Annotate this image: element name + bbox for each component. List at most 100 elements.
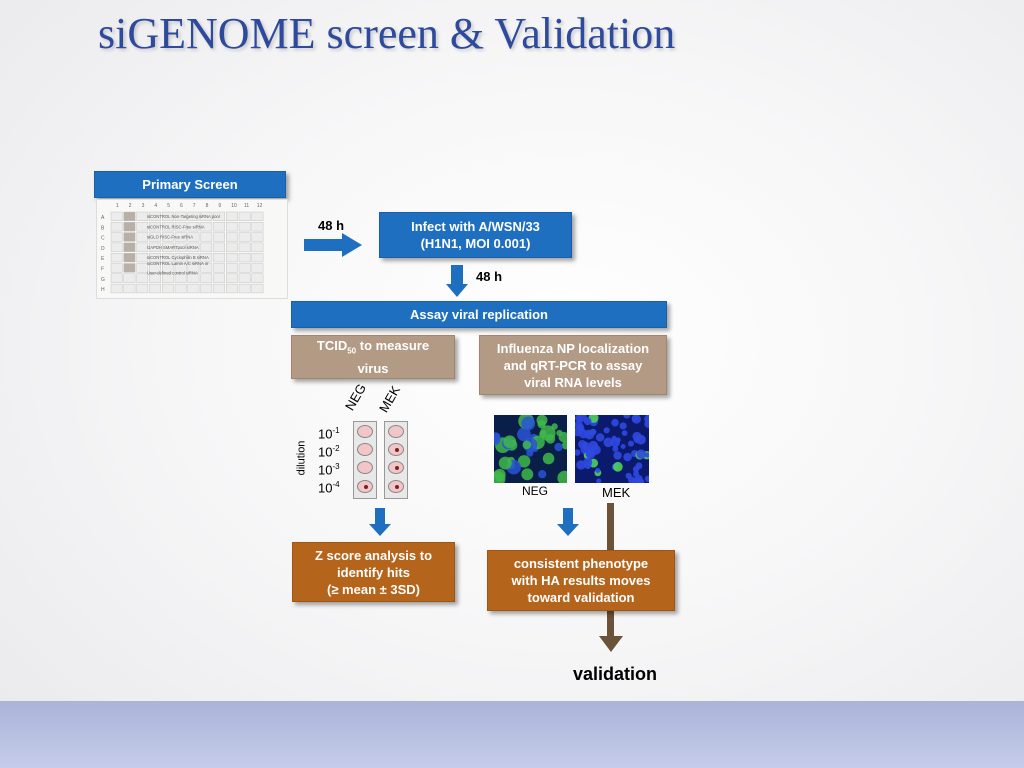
cell-mark [494,433,501,446]
cell-mark [611,435,617,441]
plate-legend-text: siCONTROL Non-Targeting siRNA pool [147,214,220,219]
plate-well [225,242,238,252]
cell-mark [611,418,619,427]
cell-mark [631,415,642,424]
plate-well [238,283,251,294]
consistent-box: consistent phenotype with HA results mov… [487,550,675,611]
plate-well [238,273,251,283]
mek-well-1 [388,425,404,438]
influenza-line-1: Influenza NP localization [496,340,650,356]
plate-col-label: 5 [167,203,170,209]
plate-well [225,263,238,273]
plate-well [110,283,123,294]
arrow-right-icon [304,233,362,257]
plate-well [149,211,161,222]
dilution-label: dilution [295,440,308,476]
cell-mark [595,433,605,442]
plate-well [200,211,213,222]
dilution-4: 10-4 [318,480,340,496]
plate-well [161,242,174,252]
cell-mark [603,427,610,434]
cell-mark [556,429,563,437]
plate-well [213,222,225,232]
plate-col-label: 12 [257,203,263,209]
plate-well [187,263,200,273]
primary-screen-label: Primary Screen [142,177,238,192]
cell-mark [495,473,505,483]
plate-well [213,273,225,283]
tcid-line-2: virus [357,360,389,376]
footer-band [0,701,1024,768]
plate-col-label: 7 [193,203,196,209]
plate-well [149,273,161,283]
cell-mark [540,425,556,441]
plate-well [238,222,251,232]
cell-mark [644,419,649,429]
plate-well [161,222,174,232]
cell-mark [517,427,531,442]
mek-image-label: MEK [602,485,631,500]
plate-well [213,211,225,222]
plate-well [225,222,238,232]
mek-microscopy-image [575,415,649,483]
plate-well [251,242,264,252]
plate-well [123,211,136,222]
cell-mark [521,416,536,431]
assay-box: Assay viral replication [291,301,667,328]
plate-legend-text: User-defined control siRNA [147,270,198,275]
cell-mark [521,468,534,481]
plate-well [238,253,251,263]
cell-mark [623,415,631,419]
plate-well [136,263,149,273]
plate-well [161,232,174,242]
infect-line-1: Infect with A/WSN/33 [411,219,540,234]
plate-well [123,253,136,263]
plate-well [136,222,149,232]
plate-well [110,222,123,232]
cell-mark [542,452,555,465]
plate-well [123,232,136,242]
validation-label: validation [573,664,658,684]
plate-well [161,253,174,263]
cell-mark [588,440,599,451]
primary-screen-box: Primary Screen [94,171,286,198]
plate-well [225,273,238,283]
dilution-2: 10-2 [318,444,340,460]
cell-mark [584,461,592,470]
plate-well [213,263,225,273]
cell-mark [636,449,646,459]
plate-well [200,283,213,294]
plate-well [149,232,161,242]
mek-well-4 [388,480,404,493]
cell-mark [522,440,532,450]
assay-label: Assay viral replication [409,307,548,322]
cell-mark [498,456,512,470]
plate-row-label: A [101,215,105,221]
plate-well [213,232,225,242]
plate-well [149,253,161,263]
plate-well [136,211,149,222]
plate-col-label: 3 [142,203,145,209]
plate-well [110,263,123,273]
plate-well [200,222,213,232]
plate-well [161,283,174,294]
plate-col-label: 11 [244,203,249,209]
infect-box: Infect with A/WSN/33 (H1N1, MOI 0.001) [379,212,572,258]
cell-mark [554,442,563,452]
plate-well [200,232,213,242]
plate-well [225,253,238,263]
plate-well [251,211,264,222]
neg-microscopy-image [494,415,567,483]
arrow-down-icon [446,265,468,297]
plate-well [174,263,187,273]
plate-well [110,273,123,283]
plate-well [149,242,161,252]
zscore-line-3: (≥ mean ± 3SD) [326,581,420,597]
cell-mark [631,477,641,483]
plate-well [200,273,213,283]
cell-mark [575,415,582,422]
neg-tube-label: NEG [342,381,370,413]
neg-tube-strip [353,421,377,499]
plate-well [110,253,123,263]
